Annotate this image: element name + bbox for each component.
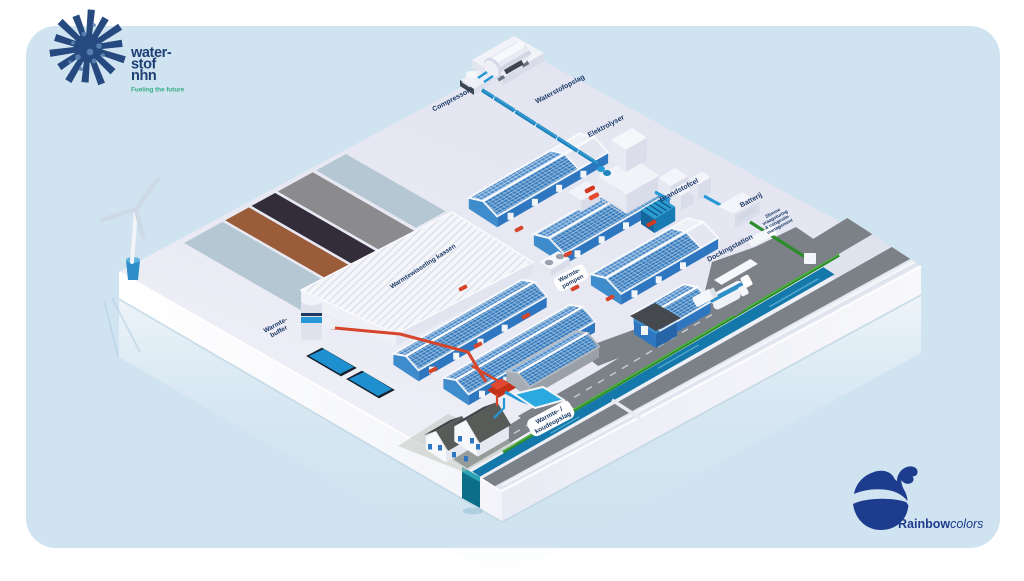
- svg-text:stof: stof: [131, 57, 157, 73]
- svg-text:Fueling the future: Fueling the future: [131, 87, 185, 94]
- svg-text:Rainbowcolors: Rainbowcolors: [898, 517, 983, 531]
- svg-text:water-: water-: [130, 45, 172, 61]
- svg-text:nhn: nhn: [131, 68, 156, 84]
